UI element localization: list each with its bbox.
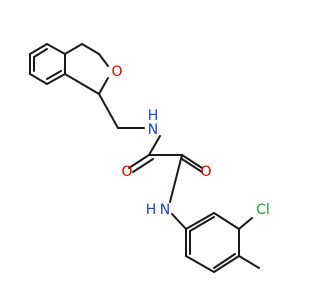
- atom-n-lower: N: [160, 202, 170, 218]
- bond-3: [46, 73, 66, 85]
- bond-17: [148, 135, 161, 156]
- bond-29: [185, 255, 215, 273]
- bond-34: [238, 217, 253, 230]
- atom-o-left: O: [121, 164, 132, 180]
- atom-n-upper: N: [148, 122, 158, 138]
- bond-25: [185, 212, 215, 230]
- bond-23: [169, 154, 183, 203]
- bond-31: [189, 216, 215, 232]
- atom-o-ring: O: [111, 64, 122, 80]
- atom-h-lower: H: [146, 202, 157, 218]
- atom-o-right: O: [200, 164, 211, 180]
- bond-layer: [29, 43, 260, 273]
- bond-19: [132, 158, 154, 173]
- molecule-structure: O N H O O N H Cl: [29, 43, 270, 273]
- bond-1: [46, 43, 66, 55]
- bond-32: [213, 253, 236, 269]
- bond-10: [81, 43, 100, 55]
- bond-6: [33, 48, 48, 58]
- bond-28: [213, 255, 240, 273]
- bond-21: [181, 154, 203, 169]
- bond-35: [238, 255, 260, 269]
- bond-11: [98, 53, 109, 67]
- bond-15: [98, 93, 119, 129]
- bond-13: [81, 83, 100, 95]
- bond-12: [98, 77, 109, 95]
- bond-18: [128, 154, 150, 169]
- bond-26: [213, 212, 240, 230]
- bond-22: [181, 158, 203, 173]
- bond-24: [171, 213, 187, 230]
- bond-0: [29, 43, 48, 55]
- atom-h-upper: H: [148, 108, 159, 124]
- bond-7: [46, 70, 62, 80]
- bond-14: [64, 73, 83, 85]
- bond-4: [29, 73, 48, 85]
- atom-chlorine: Cl: [256, 202, 270, 218]
- bond-9: [64, 43, 83, 55]
